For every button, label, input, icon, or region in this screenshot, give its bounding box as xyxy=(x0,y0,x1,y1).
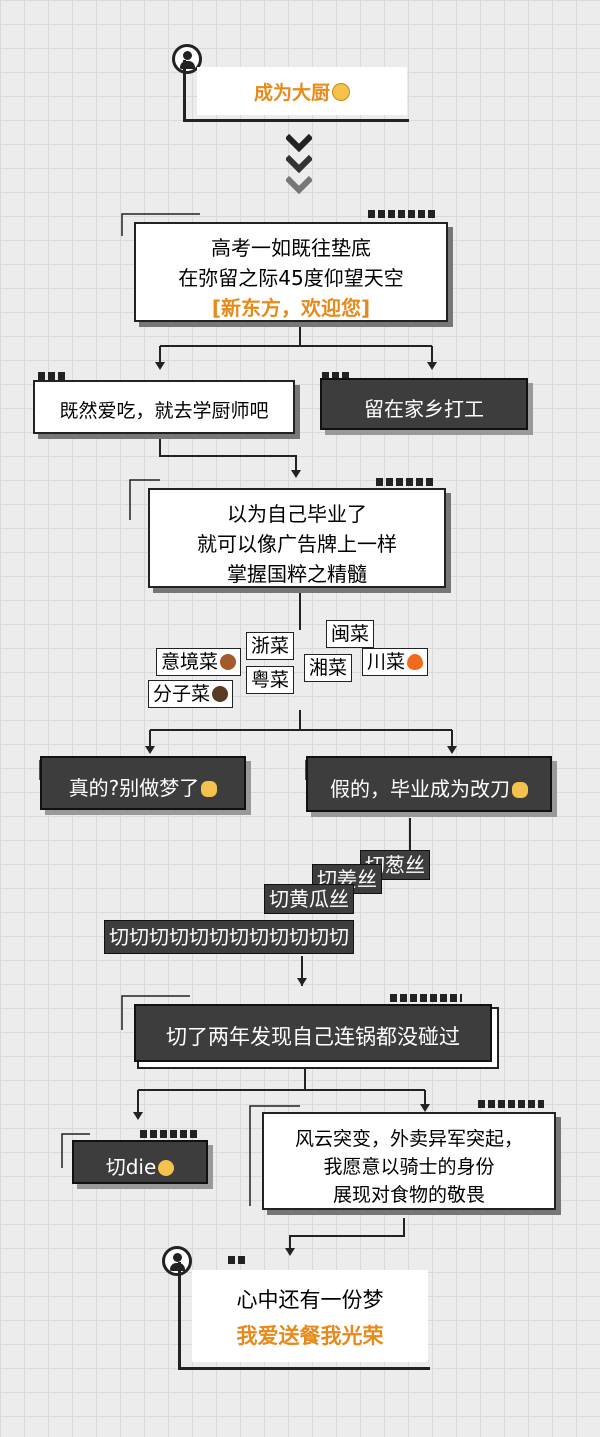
step3-node: 切了两年发现自己连锅都没碰过 xyxy=(134,1004,492,1062)
branch1-left-text: 既然爱吃，就去学厨师吧 xyxy=(59,400,269,422)
cut-tag-repeat: 切切切切切切切切切切切切 xyxy=(104,920,354,954)
raised-hand-emoji-icon xyxy=(201,781,218,797)
branch2-right-text: 假的，毕业成为改刀 xyxy=(330,777,510,801)
stripe-decoration xyxy=(38,372,68,380)
branch3-right-line2: 我愿意以骑士的身份 xyxy=(323,1156,495,1178)
fire-emoji-icon xyxy=(407,654,424,670)
stripe-decoration xyxy=(140,1130,200,1138)
step2-line2: 就可以像广告牌上一样 xyxy=(197,532,397,556)
person-emoji-icon xyxy=(212,686,229,702)
chevron-down-icon xyxy=(286,176,312,194)
stripe-decoration xyxy=(368,210,436,218)
step1-line2: 在弥留之际45度仰望天空 xyxy=(178,266,404,290)
flushed-face-emoji-icon xyxy=(158,1160,175,1176)
start-node: 成为大厨 xyxy=(197,67,407,115)
start-frame xyxy=(183,60,409,122)
person-emoji-icon xyxy=(220,654,237,670)
end-line1: 心中还有一份梦 xyxy=(236,1288,384,1312)
cut-tag-cucumber: 切黄瓜丝 xyxy=(264,884,354,914)
step1-node: 高考一如既往垫底 在弥留之际45度仰望天空 [新东方，欢迎您] xyxy=(134,222,448,322)
cuisine-tag-xiang: 湘菜 xyxy=(304,654,353,682)
start-title: 成为大厨 xyxy=(253,82,330,104)
branch3-right-node: 风云突变，外卖异军突起， 我愿意以骑士的身份 展现对食物的敬畏 xyxy=(262,1112,556,1210)
cuisine-tag-chuan: 川菜 xyxy=(362,648,429,676)
cuisine-tag-min: 闽菜 xyxy=(326,620,375,648)
branch1-right-text: 留在家乡打工 xyxy=(364,397,484,421)
branch2-left-node: 真的?别做梦了 xyxy=(40,756,246,810)
chevron-down-icon xyxy=(286,134,312,152)
blonde-person-emoji-icon xyxy=(332,83,350,101)
step3-text: 切了两年发现自己连锅都没碰过 xyxy=(166,1025,460,1049)
step2-node: 以为自己毕业了 就可以像广告牌上一样 掌握国粹之精髓 xyxy=(148,488,446,588)
cuisine-tag-fenzi: 分子菜 xyxy=(148,680,234,708)
branch3-right-line1: 风云突变，外卖异军突起， xyxy=(294,1128,523,1150)
branch2-right-node: 假的，毕业成为改刀 xyxy=(306,756,552,812)
step1-line3: [新东方，欢迎您] xyxy=(211,296,371,320)
branch1-left-node: 既然爱吃，就去学厨师吧 xyxy=(33,380,295,434)
end-line2: 我爱送餐我光荣 xyxy=(236,1324,384,1348)
end-frame xyxy=(178,1262,430,1370)
raised-hand-emoji-icon xyxy=(512,782,528,798)
stripe-decoration xyxy=(478,1100,544,1108)
stripe-decoration xyxy=(322,372,352,380)
branch1-right-node: 留在家乡打工 xyxy=(320,378,528,430)
stripe-decoration xyxy=(376,478,434,486)
step2-line1: 以为自己毕业了 xyxy=(227,502,367,526)
cuisine-tag-yue: 粤菜 xyxy=(246,666,295,694)
stripe-decoration xyxy=(228,1256,248,1264)
cuisine-tag-yijing: 意境菜 xyxy=(156,648,242,676)
cut-tag-ginger: 切姜丝 xyxy=(312,864,382,894)
stripe-decoration xyxy=(390,994,462,1002)
cuisine-tag-zhe: 浙菜 xyxy=(246,632,295,660)
branch3-left-node: 切die xyxy=(72,1140,208,1184)
end-node: 心中还有一份梦 我爱送餐我光荣 xyxy=(192,1270,428,1362)
branch3-right-line3: 展现对食物的敬畏 xyxy=(332,1184,485,1206)
step2-line3: 掌握国粹之精髓 xyxy=(227,562,367,586)
user-avatar-icon xyxy=(162,1246,192,1276)
branch3-left-text: 切die xyxy=(105,1155,157,1179)
branch2-left-text: 真的?别做梦了 xyxy=(68,776,200,800)
chevron-down-icon xyxy=(286,155,312,173)
user-avatar-icon xyxy=(172,44,202,74)
step1-line1: 高考一如既往垫底 xyxy=(211,236,371,260)
